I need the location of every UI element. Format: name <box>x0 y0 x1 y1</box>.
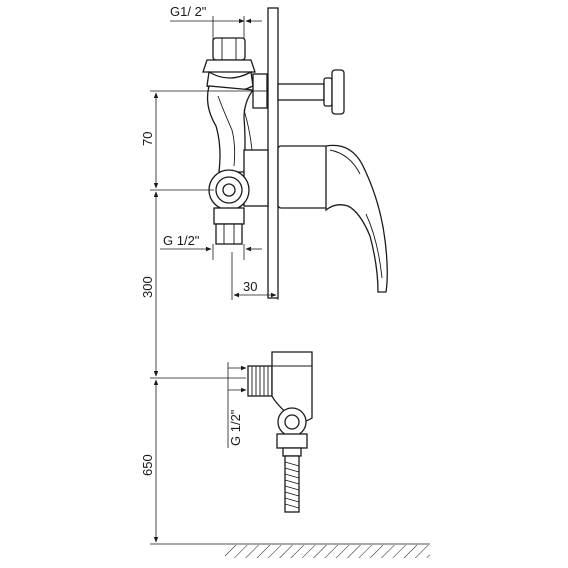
top-thread-label: G1/ 2" <box>170 4 207 19</box>
dim-70-label: 70 <box>140 132 155 146</box>
floor <box>150 543 430 558</box>
dim-650-label: 650 <box>140 454 155 476</box>
mixer-lever <box>277 144 388 293</box>
center-fitting <box>208 149 269 245</box>
depth-dimension: 30 <box>231 252 279 300</box>
depth-label: 30 <box>243 279 257 294</box>
rear-spindle <box>277 69 345 115</box>
upper-fitting <box>202 37 256 93</box>
mid-thread-label: G 1/2" <box>163 233 200 248</box>
hose <box>276 433 308 513</box>
vertical-dimension-chain: 70 300 650 <box>140 90 253 543</box>
dim-300-label: 300 <box>140 276 155 298</box>
mid-thread-dimension: G 1/2" <box>160 233 262 260</box>
valve-body <box>206 73 268 173</box>
outlet-thread-label: G 1/2" <box>228 409 243 446</box>
wall-plate <box>267 7 279 299</box>
top-thread-dimension: G1/ 2" <box>170 4 262 40</box>
outlet-elbow: G 1/2" <box>227 351 313 448</box>
